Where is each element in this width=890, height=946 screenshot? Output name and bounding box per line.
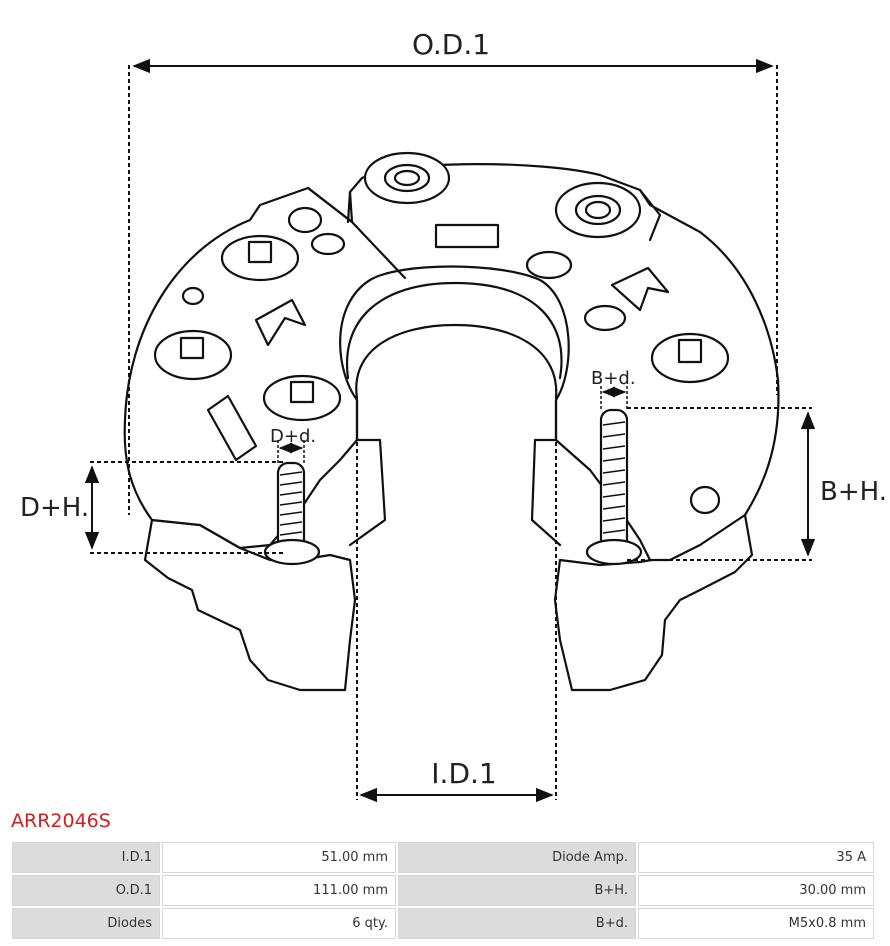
spec-value: 35 A bbox=[638, 842, 874, 873]
rectifier-diagram: O.D.1 I.D.1 D+H. D+d. B+H. B+d. bbox=[20, 28, 887, 803]
product-code: ARR2046S bbox=[11, 810, 111, 832]
spec-label: Diode Amp. bbox=[398, 842, 636, 873]
label-dd: D+d. bbox=[270, 426, 316, 447]
label-id: I.D.1 bbox=[431, 757, 496, 790]
spec-value: 111.00 mm bbox=[162, 875, 396, 906]
label-od: O.D.1 bbox=[412, 28, 490, 61]
spec-label: B+d. bbox=[398, 908, 636, 939]
table-row: Diodes 6 qty. B+d. M5x0.8 mm bbox=[12, 908, 874, 939]
spec-value: 6 qty. bbox=[162, 908, 396, 939]
spec-value: 51.00 mm bbox=[162, 842, 396, 873]
table-row: I.D.1 51.00 mm Diode Amp. 35 A bbox=[12, 842, 874, 873]
spec-label: Diodes bbox=[12, 908, 160, 939]
spec-value: 30.00 mm bbox=[638, 875, 874, 906]
spec-label: O.D.1 bbox=[12, 875, 160, 906]
label-bd: B+d. bbox=[591, 368, 636, 389]
label-dh: D+H. bbox=[20, 493, 89, 523]
bore-inner bbox=[355, 323, 558, 400]
label-bh: B+H. bbox=[820, 477, 887, 507]
table-row: O.D.1 111.00 mm B+H. 30.00 mm bbox=[12, 875, 874, 906]
spec-label: B+H. bbox=[398, 875, 636, 906]
spec-value: M5x0.8 mm bbox=[638, 908, 874, 939]
spec-label: I.D.1 bbox=[12, 842, 160, 873]
spec-table: I.D.1 51.00 mm Diode Amp. 35 A O.D.1 111… bbox=[10, 840, 876, 941]
bore-rim bbox=[345, 281, 563, 380]
